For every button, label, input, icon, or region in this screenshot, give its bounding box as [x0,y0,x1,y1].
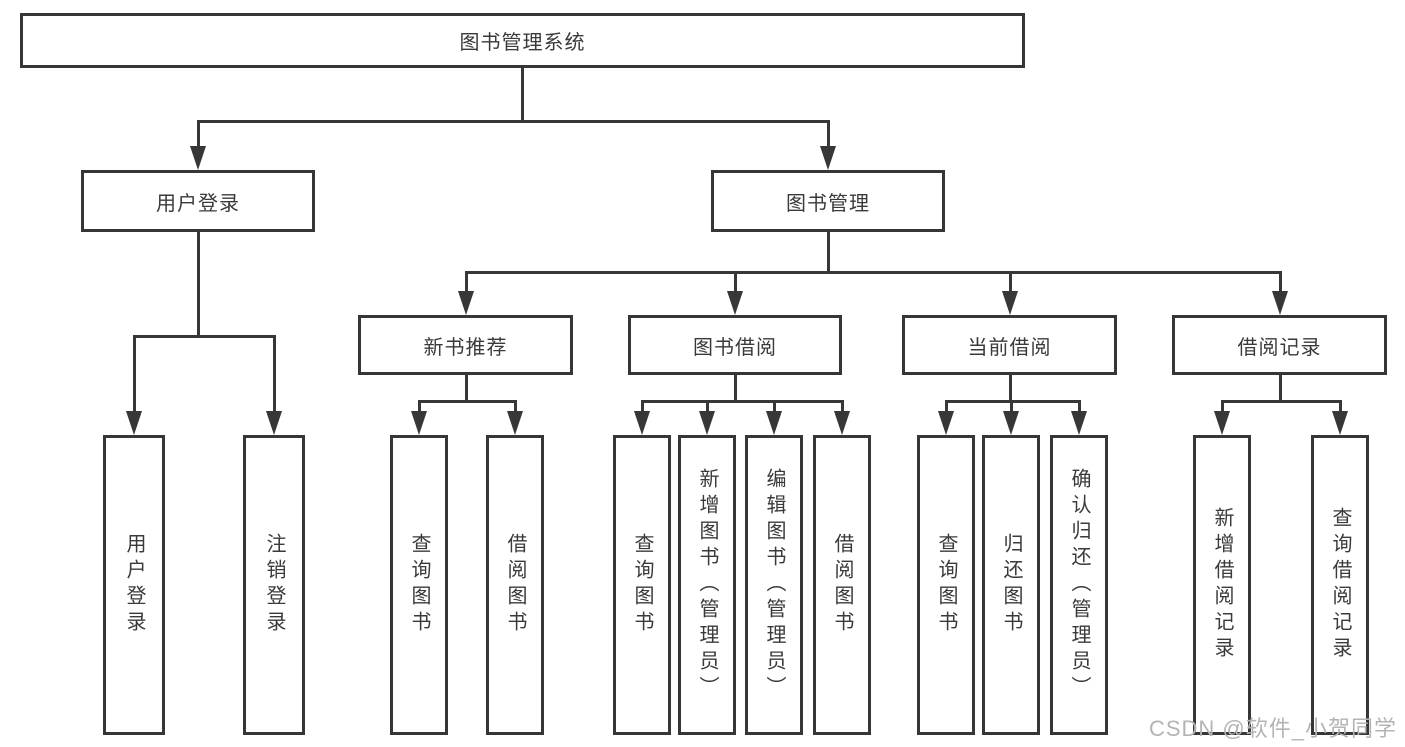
connector-line [197,120,830,123]
connector-line [465,271,1282,274]
arrow-down-icon [266,411,282,435]
connector-line [1078,400,1081,414]
connector-line [945,400,948,414]
connector-line [465,271,468,295]
node-label: 确认归还（管理员） [1068,468,1090,702]
leaf-borrow-add-books-admin: 新增图书（管理员） [678,435,736,735]
leaf-current-confirm-return-admin: 确认归还（管理员） [1050,435,1108,735]
connector-line [1279,271,1282,295]
node-label: 用户登录 [156,192,240,215]
connector-line [1221,400,1342,403]
connector-line [1010,400,1013,414]
connector-line [945,400,1081,403]
node-label: 用户登录 [123,533,145,637]
connector-line [1009,375,1012,403]
connector-line [841,400,844,414]
connector-line [197,120,200,150]
arrow-down-icon [507,411,523,435]
leaf-current-query-books: 查询图书 [917,435,975,735]
leaf-borrow-edit-books-admin: 编辑图书（管理员） [745,435,803,735]
arrow-down-icon [1002,291,1018,315]
node-label: 借阅图书 [831,533,853,637]
connector-line [418,400,517,403]
connector-line [734,375,737,403]
arrow-down-icon [1003,411,1019,435]
connector-line [641,400,844,403]
node-label: 编辑图书（管理员） [763,468,785,702]
arrow-down-icon [699,411,715,435]
connector-line [1279,375,1282,403]
leaf-recommend-query-books: 查询图书 [390,435,448,735]
node-borrow-records: 借阅记录 [1172,315,1387,375]
arrow-down-icon [1332,411,1348,435]
connector-line [773,400,776,414]
node-label: 图书管理系统 [459,32,586,54]
leaf-current-return-books: 归还图书 [982,435,1040,735]
leaf-recommend-borrow-books: 借阅图书 [486,435,544,735]
node-label: 查询借阅记录 [1329,507,1351,663]
node-label: 查询图书 [408,533,430,637]
node-label: 新书推荐 [423,336,508,359]
node-label: 借阅记录 [1237,336,1322,359]
node-label: 归还图书 [1000,533,1022,637]
leaf-records-query-record: 查询借阅记录 [1311,435,1369,735]
arrow-down-icon [727,291,743,315]
arrow-down-icon [1214,411,1230,435]
node-label: 新增图书（管理员） [696,468,718,702]
leaf-borrow-borrow-books: 借阅图书 [813,435,871,735]
connector-line [514,400,517,414]
node-label: 当前借阅 [967,336,1052,359]
arrow-down-icon [834,411,850,435]
node-label: 图书借阅 [693,336,777,359]
node-user-login: 用户登录 [81,170,315,232]
node-current-borrow: 当前借阅 [902,315,1117,375]
connector-line [133,335,136,415]
connector-line [197,232,200,335]
node-root-system: 图书管理系统 [20,13,1025,68]
connector-line [418,400,421,414]
node-label: 查询图书 [935,533,957,637]
arrow-down-icon [190,146,206,170]
connector-line [273,335,276,415]
arrow-down-icon [1071,411,1087,435]
connector-line [706,400,709,414]
node-label: 图书管理 [786,192,870,215]
arrow-down-icon [1272,291,1288,315]
arrow-down-icon [634,411,650,435]
connector-line [521,66,524,122]
connector-line [1009,271,1012,295]
arrow-down-icon [126,411,142,435]
node-label: 新增借阅记录 [1211,507,1233,663]
node-new-book-recommend: 新书推荐 [358,315,573,375]
connector-line [1339,400,1342,414]
node-book-borrow: 图书借阅 [628,315,842,375]
connector-line [734,271,737,295]
arrow-down-icon [820,146,836,170]
connector-line [1221,400,1224,414]
arrow-down-icon [938,411,954,435]
arrow-down-icon [458,291,474,315]
connector-line [827,120,830,150]
csdn-watermark: CSDN @软件_小贺同学 [1148,716,1397,741]
leaf-borrow-query-books: 查询图书 [613,435,671,735]
connector-line [827,232,830,274]
leaf-logout: 注销登录 [243,435,305,735]
node-label: 查询图书 [631,533,653,637]
arrow-down-icon [766,411,782,435]
leaf-records-add-record: 新增借阅记录 [1193,435,1251,735]
node-book-management: 图书管理 [711,170,945,232]
leaf-user-login: 用户登录 [103,435,165,735]
node-label: 借阅图书 [504,533,526,637]
connector-line [641,400,644,414]
node-label: 注销登录 [263,533,285,637]
connector-line [465,375,468,403]
arrow-down-icon [411,411,427,435]
connector-line [133,335,276,338]
